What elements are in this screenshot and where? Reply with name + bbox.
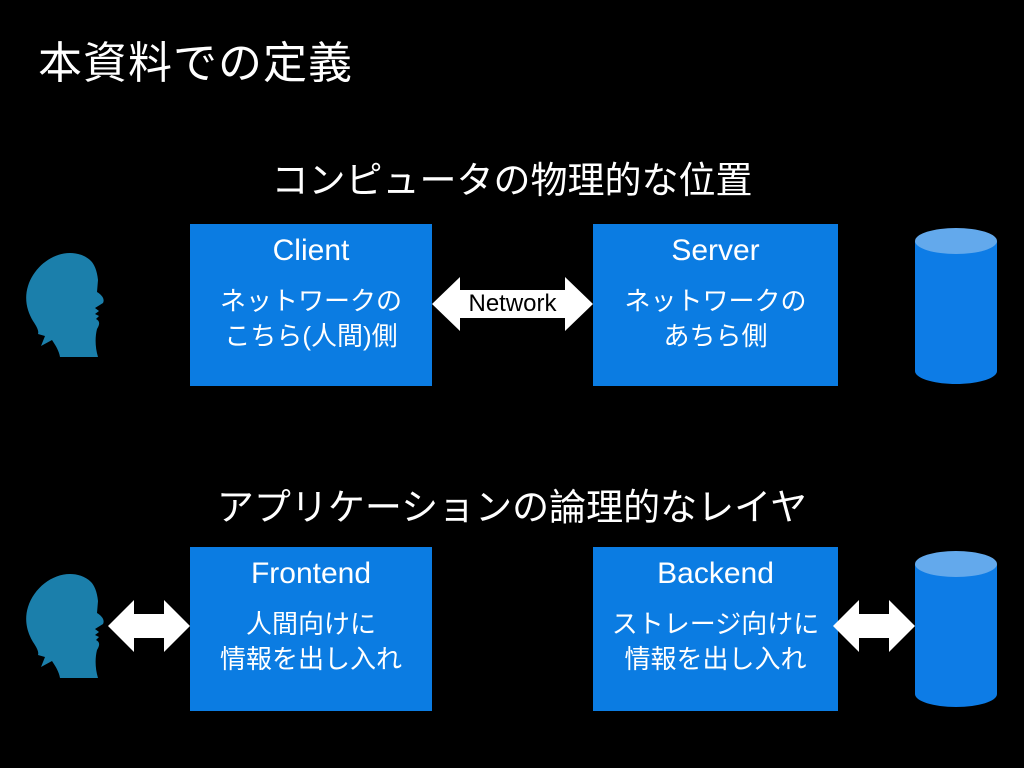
frontend-box: Frontend 人間向けに 情報を出し入れ [190, 547, 432, 711]
network-arrow-label: Network [468, 290, 557, 317]
server-box: Server ネットワークの あちら側 [593, 224, 838, 386]
network-arrow-shape [432, 277, 593, 331]
double-headed-arrow-icon [108, 600, 190, 652]
frontend-box-title: Frontend [250, 557, 372, 590]
double-headed-arrow-icon [432, 277, 593, 331]
server-box-title: Server [671, 234, 760, 267]
cylinder-body [915, 241, 997, 384]
client-box-title: Client [272, 234, 350, 267]
person-head-silhouette-icon [26, 253, 104, 357]
backend-box: Backend ストレージ向けに 情報を出し入れ [593, 547, 838, 711]
server-box-line2: あちら側 [663, 321, 768, 351]
person-head-silhouette-icon [26, 574, 104, 678]
cylinder-top-face [915, 228, 997, 254]
backend-box-line2: 情報を出し入れ [624, 644, 807, 674]
network-arrow: Network [432, 277, 593, 331]
frontend-box-line1: 人間向けに [245, 609, 376, 639]
double-headed-arrow-icon [833, 600, 915, 652]
backend-storage-arrow-shape [833, 600, 915, 652]
frontend-box-line2: 情報を出し入れ [219, 644, 402, 674]
server-box-line1: ネットワークの [624, 286, 807, 316]
logical-section-heading: アプリケーションの論理的なレイヤ [216, 487, 808, 528]
cylinder-body [915, 564, 997, 707]
database-cylinder-icon [915, 551, 997, 707]
person-head-path [26, 574, 104, 678]
physical-section-heading: コンピュータの物理的な位置 [271, 160, 753, 201]
client-box: Client ネットワークの こちら(人間)側 [190, 224, 432, 386]
person-head-path [26, 253, 104, 357]
client-box-line2: こちら(人間)側 [224, 321, 398, 351]
client-box-line1: ネットワークの [219, 286, 402, 316]
cylinder-top-face [915, 551, 997, 577]
user-frontend-arrow-shape [108, 600, 190, 652]
page-title: 本資料での定義 [38, 39, 353, 88]
database-cylinder-icon [915, 228, 997, 384]
backend-box-title: Backend [657, 557, 774, 590]
backend-box-line1: ストレージ向けに [611, 609, 820, 639]
